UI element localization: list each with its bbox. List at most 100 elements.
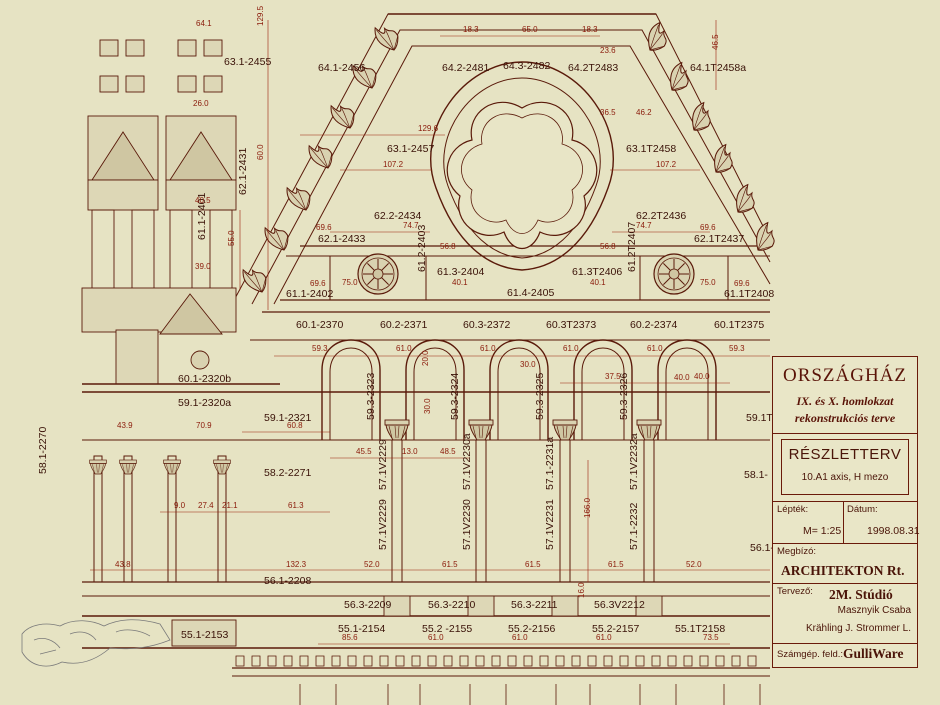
- scale-value: M= 1:25: [803, 525, 842, 537]
- element-label: 60.3T2373: [546, 319, 596, 331]
- element-label: 60.2-2371: [380, 319, 427, 331]
- rosette-left: [357, 253, 399, 295]
- dimension-value: 55.0: [227, 230, 236, 246]
- dimension-value: 26.0: [193, 99, 209, 108]
- element-label: 58.2-2271: [264, 467, 311, 479]
- dimension-value: 129.5: [256, 5, 265, 26]
- element-label: 59.1-2320a: [178, 397, 231, 409]
- designer-name-1: Masznyik Csaba: [837, 605, 911, 616]
- dimension-value: 61.0: [563, 344, 579, 353]
- rosette-right: [653, 253, 695, 295]
- element-label: 62.2-2434: [374, 210, 421, 222]
- scale-label: Lépték:: [777, 504, 809, 515]
- dimension-value: 20.0: [421, 350, 430, 366]
- element-label: 58.1-2270: [37, 427, 49, 474]
- column-bases: [171, 595, 663, 647]
- dimension-value: 56.8: [440, 242, 456, 251]
- element-label: 61.1T2408: [724, 288, 774, 300]
- dimension-value: 107.2: [656, 160, 677, 169]
- element-label: 59.1T: [746, 412, 773, 424]
- element-label: 57.1-2232: [628, 503, 640, 550]
- client-label: Megbízó:: [777, 546, 817, 557]
- element-label: 62.1T2437: [694, 233, 744, 245]
- dimension-value: 74.7: [403, 221, 419, 230]
- dentil-band: [235, 655, 761, 705]
- left-towers: [81, 39, 770, 393]
- element-label: 59.1-2321: [264, 412, 311, 424]
- title-block-title: ORSZÁGHÁZ: [782, 365, 908, 386]
- date-value: 1998.08.31: [867, 525, 920, 537]
- element-label: 61.1-2402: [286, 288, 333, 300]
- dimension-value: 75.0: [342, 278, 358, 287]
- dimension-value: 74.7: [636, 221, 652, 230]
- element-label: 62.1-2433: [318, 233, 365, 245]
- element-label: 60.1-2320b: [178, 373, 231, 385]
- element-label: 56.3-2209: [344, 599, 391, 611]
- element-label: 64.3-2482: [503, 60, 550, 72]
- dimension-value: 61.0: [512, 633, 528, 642]
- element-label: 58.1-: [744, 469, 768, 481]
- element-label: 61.3-2404: [437, 266, 484, 278]
- dimension-value: 61.0: [596, 633, 612, 642]
- element-label: 64.1-2456: [318, 62, 365, 74]
- dimension-value: 30.0: [423, 398, 432, 414]
- dimension-value: 70.9: [196, 421, 212, 430]
- dimension-value: 61.0: [396, 344, 412, 353]
- dimension-value: 69.6: [734, 279, 750, 288]
- dimension-value: 59.3: [729, 344, 745, 353]
- dimension-value: 107.2: [383, 160, 404, 169]
- dimension-value: 60.8: [287, 421, 303, 430]
- element-label: 60.1-2370: [296, 319, 343, 331]
- client-value: ARCHITEKTON Rt.: [781, 563, 905, 578]
- dimension-value: 69.6: [310, 279, 326, 288]
- element-label: 55.1T2158: [675, 623, 725, 635]
- element-label: 61.2T2407: [626, 222, 638, 272]
- cad-label: Számgép. feld.:: [777, 649, 844, 660]
- dimension-value: 56.8: [600, 242, 616, 251]
- dimension-value: 43.8: [115, 560, 131, 569]
- cad-value: GulliWare: [843, 646, 904, 661]
- element-label: 61.2-2403: [416, 225, 428, 272]
- element-label: 55.2-2156: [508, 623, 555, 635]
- element-label: 57.1V2231: [544, 499, 556, 550]
- element-label: 64.1T2458a: [690, 62, 746, 74]
- element-label: 61.1-2401: [196, 193, 208, 240]
- dimension-lines: [90, 20, 770, 645]
- element-label: 63.1-2455: [224, 56, 271, 68]
- element-label: 56.1-: [750, 542, 774, 554]
- dimension-value: 30.0: [520, 360, 536, 369]
- sheet-heading-box: RÉSZLETTERV 10.A1 axis, H mezo: [781, 439, 909, 495]
- dimension-value: 52.0: [686, 560, 702, 569]
- element-label: 62.2T2436: [636, 210, 686, 222]
- dimension-value: 13.0: [402, 447, 418, 456]
- element-label: 55.2 -2155: [422, 623, 472, 635]
- element-label: 60.1T2375: [714, 319, 764, 331]
- dimension-value: 59.3: [312, 344, 328, 353]
- dimension-value: 73.5: [703, 633, 719, 642]
- dimension-value: 61.0: [428, 633, 444, 642]
- dimension-value: 40.0: [694, 372, 710, 381]
- title-block-subtitle-1: IX. és X. homlokzat: [796, 394, 894, 408]
- element-label: 62.1-2431: [237, 148, 249, 195]
- element-label: 60.2-2374: [630, 319, 677, 331]
- dimension-value: 166.0: [583, 497, 592, 518]
- sheet-heading: RÉSZLETTERV: [788, 446, 902, 463]
- dimension-value: 46.2: [636, 108, 652, 117]
- quatrefoil-window: [430, 61, 614, 271]
- dimension-value: 61.0: [480, 344, 496, 353]
- dimension-value: 43.9: [117, 421, 133, 430]
- dimension-value: 61.5: [442, 560, 458, 569]
- element-label: 61.4-2405: [507, 287, 554, 299]
- element-label: 57.1V2232a: [628, 433, 640, 490]
- dimension-value: 36.5: [600, 108, 616, 117]
- element-label: 57.1V2229: [377, 499, 389, 550]
- dimension-value: 23.6: [600, 46, 616, 55]
- element-label: 57.1V2230: [461, 499, 473, 550]
- dimension-value: 129.6: [418, 124, 439, 133]
- dimension-value: 45.5: [356, 447, 372, 456]
- dimension-value: 18.3: [463, 25, 479, 34]
- studio-name: 2M. Stúdió: [829, 587, 893, 602]
- dimension-value: 64.1: [196, 19, 212, 28]
- title-block-subtitle-2: rekonstrukciós terve: [794, 411, 896, 425]
